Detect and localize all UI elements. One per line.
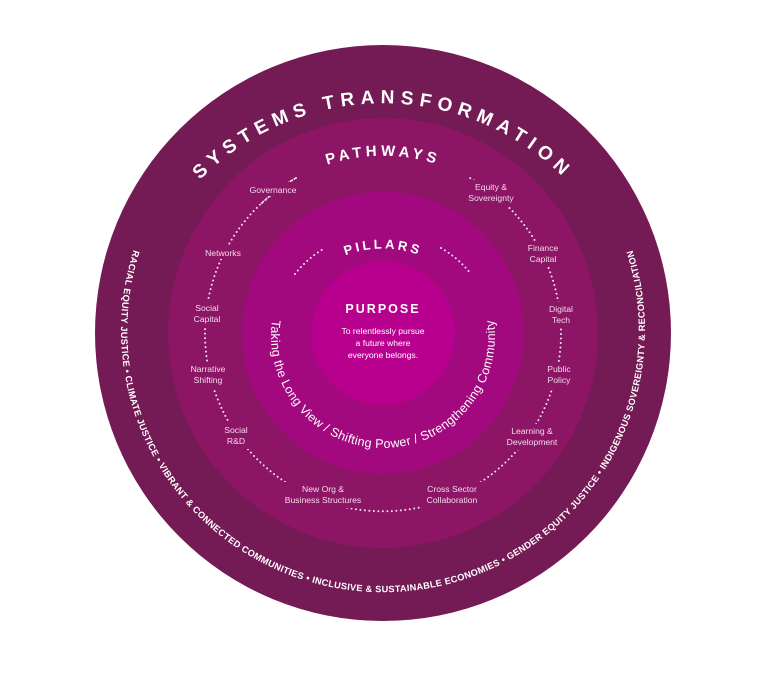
pathway-finance-capital: Finance Capital <box>522 241 564 267</box>
svg-text:Shifting: Shifting <box>194 375 223 385</box>
pathway-social-rd: Social R&D <box>218 423 254 449</box>
pathway-governance: Governance <box>244 182 302 196</box>
svg-text:Networks: Networks <box>205 248 241 258</box>
svg-text:Public: Public <box>547 364 571 374</box>
svg-text:Social: Social <box>224 425 247 435</box>
svg-text:New Org &: New Org & <box>302 484 344 494</box>
pathway-narrative-shifting: Narrative Shifting <box>186 362 230 388</box>
svg-text:R&D: R&D <box>227 436 245 446</box>
svg-text:Policy: Policy <box>548 375 572 385</box>
pathways-dotted-arc-top-left <box>261 177 297 204</box>
svg-text:Tech: Tech <box>552 315 570 325</box>
svg-text:Learning &: Learning & <box>511 426 553 436</box>
purpose-core <box>311 261 455 405</box>
svg-text:Digital: Digital <box>549 304 573 314</box>
pathway-cross-sector: Cross Sector Collaboration <box>420 482 484 508</box>
purpose-title: PURPOSE <box>345 302 420 316</box>
svg-text:Collaboration: Collaboration <box>427 495 478 505</box>
svg-text:Cross Sector: Cross Sector <box>427 484 477 494</box>
purpose-line-2: a future where <box>356 338 411 348</box>
pathway-networks: Networks <box>200 245 246 259</box>
purpose-line-3: everyone belongs. <box>348 350 418 360</box>
svg-text:Business Structures: Business Structures <box>285 495 361 505</box>
pathway-digital-tech: Digital Tech <box>544 302 578 328</box>
pathways-dotted-arc <box>204 177 562 513</box>
pathway-equity-sovereignty: Equity & Sovereignty <box>460 180 522 206</box>
svg-text:Finance: Finance <box>528 243 559 253</box>
svg-text:Governance: Governance <box>250 185 297 195</box>
svg-text:Capital: Capital <box>194 314 221 324</box>
pathway-labels: Governance Networks Social Capital Narra… <box>186 180 578 508</box>
svg-text:Equity &: Equity & <box>475 182 507 192</box>
pathway-social-capital: Social Capital <box>188 300 226 326</box>
purpose-line-1: To relentlessly pursue <box>341 326 424 336</box>
pathway-public-policy: Public Policy <box>542 362 576 388</box>
pathway-new-org: New Org & Business Structures <box>276 482 370 508</box>
svg-text:Capital: Capital <box>530 254 557 264</box>
svg-text:Narrative: Narrative <box>191 364 226 374</box>
svg-text:Development: Development <box>507 437 558 447</box>
pathway-learning-development: Learning & Development <box>500 424 564 450</box>
svg-text:Sovereignty: Sovereignty <box>468 193 514 203</box>
svg-text:Social: Social <box>195 303 218 313</box>
